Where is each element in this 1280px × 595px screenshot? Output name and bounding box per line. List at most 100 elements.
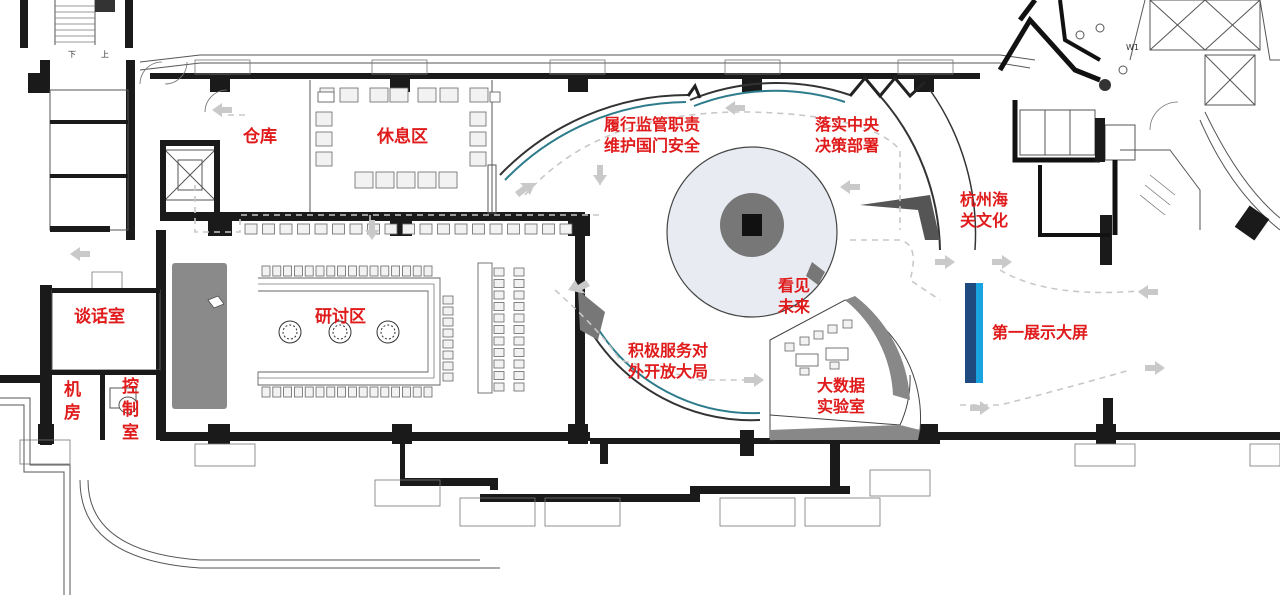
chair-icon	[315, 386, 325, 398]
bigdata-lab-label-2: 实验室	[817, 397, 865, 416]
chair-icon	[489, 223, 503, 235]
chair-icon	[493, 371, 505, 380]
chair-icon	[513, 336, 525, 346]
bigdata-lab-label-1: 大数据	[817, 376, 865, 395]
chair-icon	[493, 348, 505, 357]
control-room-label-2: 制	[122, 399, 139, 420]
machine-room-label-2: 房	[64, 402, 81, 423]
stair-down-label: 下	[68, 50, 76, 59]
chair-icon	[513, 290, 525, 300]
chair-icon	[391, 265, 401, 277]
chair-icon	[513, 371, 525, 380]
chair-icon	[272, 265, 282, 277]
chair-icon	[513, 313, 525, 323]
seminar-zone	[172, 223, 573, 409]
main-screen-label: 第一展示大屏	[992, 323, 1088, 342]
chair-icon	[442, 306, 454, 316]
chair-icon	[442, 350, 454, 360]
chair-icon	[349, 223, 363, 235]
chair-icon	[326, 265, 336, 277]
chair-icon	[493, 359, 505, 369]
chair-icon	[293, 265, 303, 277]
chair-icon	[369, 265, 379, 277]
chair-icon	[347, 265, 357, 277]
chair-icon	[542, 223, 555, 235]
chair-icon	[297, 223, 310, 235]
chair-icon	[493, 313, 505, 323]
chair-icon	[293, 386, 303, 398]
stair-up-label: 上	[101, 50, 109, 59]
chair-icon	[442, 328, 454, 338]
culture-label-2: 关文化	[960, 211, 1008, 230]
control-room-label-3: 室	[122, 422, 139, 443]
machine-room-label-1: 机	[64, 379, 81, 400]
chair-icon	[493, 279, 505, 288]
theme-top-label-2: 维护国门安全	[604, 136, 701, 155]
chair-icon	[401, 386, 411, 398]
future-label-1: 看见	[777, 276, 810, 295]
bottom-window-bays	[19, 439, 1280, 527]
chair-icon	[513, 325, 525, 334]
chair-icon	[304, 386, 314, 398]
chair-icon	[261, 386, 271, 398]
chair-icon	[442, 361, 454, 371]
chair-icon	[524, 223, 538, 235]
chair-icon	[314, 223, 328, 235]
theme-right-label-1: 落实中央	[815, 115, 880, 134]
chair-icon	[493, 325, 505, 334]
chair-icon	[262, 223, 275, 235]
restroom-zone	[997, 0, 1261, 237]
chair-icon	[513, 359, 525, 369]
chair-icon	[326, 386, 336, 398]
chair-icon	[513, 302, 525, 311]
chair-icon	[358, 386, 368, 398]
chair-icon	[337, 386, 347, 398]
chair-icon	[283, 386, 293, 398]
chair-icon	[337, 265, 347, 277]
theme-right-label-2: 决策部署	[815, 136, 879, 155]
chair-icon	[507, 223, 520, 235]
chair-icon	[442, 372, 454, 382]
route-arrows	[70, 101, 1165, 415]
chair-icon	[369, 386, 379, 398]
visitor-route	[194, 111, 1151, 406]
chair-icon	[493, 302, 505, 311]
warehouse-label: 仓库	[242, 126, 277, 147]
future-label-2: 未来	[777, 297, 811, 316]
room-labels: 下 上 W1 仓库 休息区 研讨区 谈话室 机 房 控 制 室 履行监管职责 维…	[64, 43, 1139, 443]
chair-icon	[513, 267, 525, 277]
chair-icon	[493, 267, 505, 277]
chair-icon	[315, 265, 325, 277]
top-window-bays	[28, 59, 1116, 444]
chair-icon	[401, 265, 411, 277]
chair-icon	[454, 223, 468, 235]
chair-icon	[244, 223, 258, 235]
theme-bottom-label-2: 外开放大局	[627, 362, 708, 381]
chair-icon	[513, 348, 525, 357]
chair-icon	[442, 339, 454, 349]
theme-bottom-label-1: 积极服务对	[628, 341, 708, 360]
chair-icon	[493, 336, 505, 346]
chair-icon	[513, 279, 525, 288]
left-service-zone	[49, 61, 228, 440]
chair-icon	[419, 223, 433, 235]
talk-room-label: 谈话室	[74, 306, 125, 327]
chair-icon	[423, 265, 433, 277]
chair-icon	[442, 317, 454, 327]
plant-icon	[328, 320, 352, 344]
chair-icon	[279, 223, 293, 235]
chair-icon	[442, 295, 454, 305]
chair-icon	[513, 382, 525, 392]
chair-icon	[402, 223, 415, 235]
chair-icon	[332, 223, 345, 235]
chair-icon	[304, 265, 314, 277]
chair-icon	[384, 223, 398, 235]
chair-icon	[358, 265, 368, 277]
chair-icon	[472, 223, 485, 235]
chair-icon	[283, 265, 293, 277]
culture-label-1: 杭州海	[960, 190, 1008, 209]
rotunda	[499, 75, 983, 441]
chair-icon	[559, 223, 573, 235]
chair-icon	[412, 386, 422, 398]
